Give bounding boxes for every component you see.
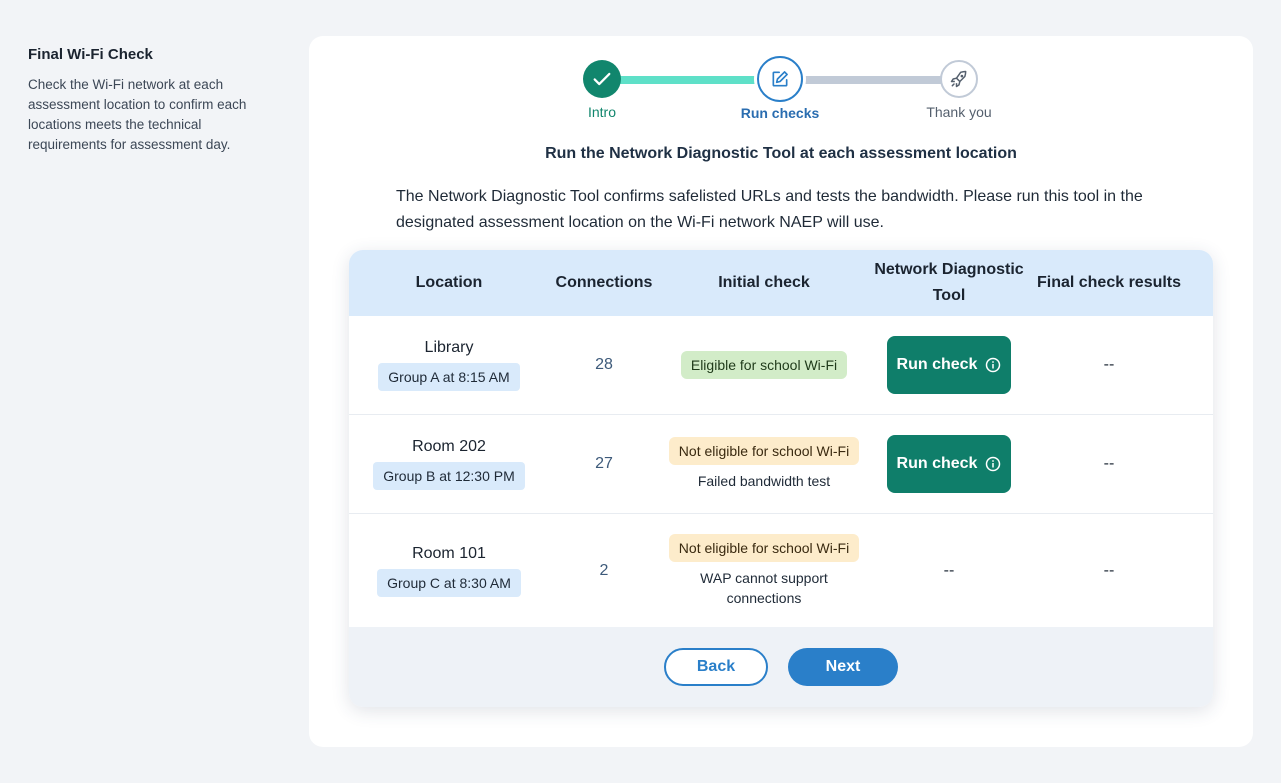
locations-table: Location Connections Initial check Netwo… <box>349 250 1213 707</box>
intro-text: The Network Diagnostic Tool confirms saf… <box>396 188 1143 231</box>
final-result-value: -- <box>1103 455 1115 472</box>
final-results-cell: -- <box>1029 455 1189 473</box>
step-run-checks[interactable] <box>757 56 803 102</box>
connections-count: 28 <box>595 356 613 373</box>
eligibility-badge: Not eligible for school Wi-Fi <box>668 533 860 562</box>
info-icon <box>986 357 1001 373</box>
run-check-label: Run check <box>896 455 978 472</box>
location-cell: Room 202 Group B at 12:30 PM <box>349 438 549 490</box>
connections-cell: 28 <box>549 356 659 374</box>
group-chip: Group B at 12:30 PM <box>373 462 525 490</box>
progress-stepper: Intro Run checks Thank you <box>309 56 1253 146</box>
final-results-cell: -- <box>1029 562 1189 580</box>
tool-cell: Run check <box>869 435 1029 493</box>
main-card: Intro Run checks Thank you Run the Netwo… <box>309 36 1253 747</box>
connections-count: 2 <box>599 561 609 579</box>
step-label-intro: Intro <box>587 104 616 120</box>
table-header: Location Connections Initial check Netwo… <box>349 250 1213 316</box>
header-initial-check: Initial check <box>718 274 810 291</box>
eligibility-badge: Eligible for school Wi-Fi <box>680 351 848 379</box>
initial-check-cell: Not eligible for school Wi-Fi WAP cannot… <box>659 533 869 608</box>
initial-check-cell: Not eligible for school Wi-Fi Failed ban… <box>659 437 869 491</box>
header-connections: Connections <box>555 274 653 291</box>
run-check-button[interactable]: Run check <box>887 435 1011 493</box>
eligibility-badge: Not eligible for school Wi-Fi <box>668 437 860 465</box>
final-result-value: -- <box>1103 561 1115 579</box>
info-icon <box>986 456 1001 472</box>
rocket-icon <box>950 70 967 88</box>
final-result-value: -- <box>1103 356 1115 373</box>
connections-cell: 27 <box>549 455 659 473</box>
check-icon <box>593 72 611 86</box>
location-name: Room 101 <box>412 544 486 562</box>
check-note: Failed bandwidth test <box>697 473 831 489</box>
connections-cell: 2 <box>549 562 659 580</box>
table-row: Room 202 Group B at 12:30 PM 27 Not elig… <box>349 415 1213 514</box>
step-label-run-checks: Run checks <box>740 105 820 121</box>
step-thank-you[interactable] <box>940 60 978 98</box>
next-button[interactable]: Next <box>788 648 898 686</box>
edit-icon <box>772 71 788 87</box>
sidebar-description: Check the Wi-Fi network at each assessme… <box>28 77 247 152</box>
location-cell: Library Group A at 8:15 AM <box>349 339 549 391</box>
final-results-cell: -- <box>1029 356 1189 374</box>
group-chip: Group A at 8:15 AM <box>378 363 520 391</box>
tool-cell: -- <box>869 562 1029 580</box>
table-row: Library Group A at 8:15 AM 28 Eligible f… <box>349 316 1213 415</box>
location-name: Room 202 <box>412 438 486 455</box>
step-label-thank-you: Thank you <box>926 104 992 120</box>
back-button[interactable]: Back <box>664 648 768 686</box>
section-subtitle: Run the Network Diagnostic Tool at each … <box>545 145 1017 162</box>
header-location: Location <box>415 274 483 291</box>
location-cell: Room 101 Group C at 8:30 AM <box>349 545 549 597</box>
connections-count: 27 <box>595 455 613 472</box>
initial-check-cell: Eligible for school Wi-Fi <box>659 351 869 379</box>
sidebar: Final Wi-Fi Check Check the Wi-Fi networ… <box>28 46 278 155</box>
footer-actions: Back Next <box>349 627 1213 707</box>
stepper-track-incomplete <box>780 76 960 84</box>
step-intro[interactable] <box>583 60 621 98</box>
run-check-label: Run check <box>896 356 978 373</box>
table-row: Room 101 Group C at 8:30 AM 2 Not eligib… <box>349 514 1213 627</box>
header-final-results: Final check results <box>1036 274 1182 291</box>
tool-cell: Run check <box>869 336 1029 394</box>
group-chip: Group C at 8:30 AM <box>377 568 521 597</box>
tool-unavailable: -- <box>943 561 955 579</box>
sidebar-title: Final Wi-Fi Check <box>28 46 153 63</box>
header-network-tool: Network Diagnostic Tool <box>874 261 1024 304</box>
run-check-button[interactable]: Run check <box>887 336 1011 394</box>
check-note: WAP cannot support connections <box>700 569 828 606</box>
location-name: Library <box>424 339 474 356</box>
stepper-track-complete <box>602 76 780 84</box>
